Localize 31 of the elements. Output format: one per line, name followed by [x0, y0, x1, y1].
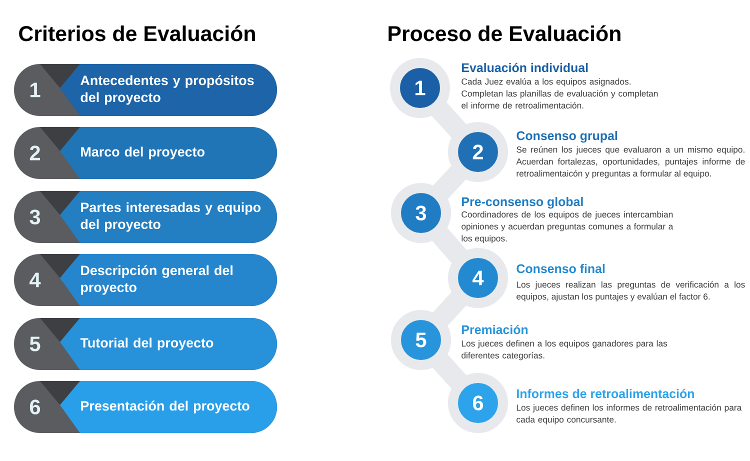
criterion-label: Partes interesadas y equipo del proyecto	[80, 202, 261, 232]
step-description: Los jueces definen a los equipos ganadores para las diferentes categorías.	[462, 340, 668, 360]
step-heading: Pre-consenso global	[462, 196, 583, 209]
criterion-label: Tutorial del proyecto	[80, 338, 214, 350]
ribbon-connector	[432, 354, 467, 389]
step-number: 1	[30, 82, 40, 98]
step-heading: Consenso final	[516, 264, 605, 274]
ribbon-connector	[432, 227, 468, 264]
step-number: 3	[30, 210, 40, 224]
step-heading: Consenso grupal	[516, 130, 618, 143]
step-description: Cada Juez evalúa a los equipos asignados. Completan las planillas de evaluación y completan el informe de retroalimentación.	[462, 78, 658, 109]
step-number: 2	[30, 146, 40, 160]
section-title: Proceso de Evaluación	[388, 25, 620, 42]
criterion-label: Antecedentes y propósitos del proyecto	[80, 75, 254, 105]
step-heading: Informes de retroalimentación	[517, 388, 694, 398]
criterion-label: Presentación del proyecto	[81, 400, 250, 414]
step-number: 4	[30, 272, 41, 288]
ribbon-connector	[432, 292, 466, 326]
ribbon-connector	[432, 166, 466, 200]
step-heading: Premiación	[462, 324, 528, 334]
step-number: 6	[30, 400, 40, 414]
step-heading: Evaluación individual	[462, 62, 588, 72]
section-title: Criterios de Evaluación	[19, 25, 255, 42]
step-description: Se reúnen los jueces que evaluaron a un mismo equipo. Acuerdan fortalezas, oportunidades, puntajes informe de retroalimentaicón y preguntas a formular al equipo.	[516, 146, 745, 178]
criterion-label: Descripción general del proyecto	[81, 265, 232, 295]
criterion-label: Marco del proyecto	[81, 146, 204, 160]
step-description: Coordinadores de los equipos de jueces intercambian opiniones y acuerdan preguntas comunes a formular a los equipos.	[462, 211, 674, 244]
step-description: Los jueces realizan las preguntas de verificación a los equipos, ajustan los puntajes y evalúan el factor 6.	[516, 281, 745, 302]
step-number: 5	[30, 336, 40, 352]
step-description: Los jueces definen los informes de retroalimentación para cada equipo concursante.	[516, 404, 742, 424]
ribbon-connector	[431, 102, 467, 138]
